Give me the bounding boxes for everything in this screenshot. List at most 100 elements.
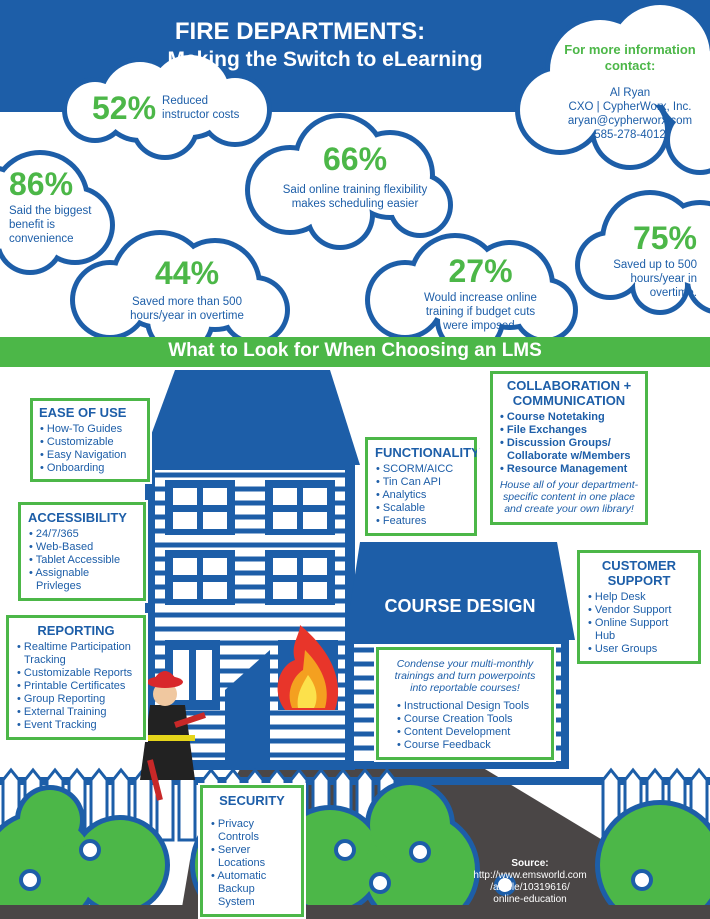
flower-icon — [334, 839, 356, 861]
box-title: COLLABORATION + COMMUNICATION — [506, 378, 632, 408]
collaboration-box: COLLABORATION + COMMUNICATION Course Not… — [488, 369, 650, 527]
window-pane — [203, 512, 227, 529]
list-item: 24/7/365 — [28, 528, 136, 541]
window-pane — [303, 582, 327, 599]
cloud-fill — [690, 251, 710, 309]
box-list: Privacy ControlsServer LocationsAutomati… — [210, 818, 294, 909]
accessibility-box: ACCESSIBILITY 24/7/365Web-BasedTablet Ac… — [16, 500, 148, 603]
box-title: CUSTOMER SUPPORT — [601, 558, 677, 588]
window-pane — [303, 558, 327, 575]
list-item: Realtime Participation Tracking — [16, 641, 136, 667]
source-url-line[interactable]: http://www.emsworld.com — [473, 870, 587, 881]
banner-band — [0, 337, 710, 367]
list-item: Course Creation Tools — [396, 713, 544, 726]
section-banner: What to Look for When Choosing an LMS — [168, 340, 542, 361]
box-list: 24/7/365Web-BasedTablet AccessibleAssign… — [28, 528, 136, 593]
flower-icon — [79, 839, 101, 861]
cloud-fill — [660, 50, 710, 130]
cloud-fill — [670, 110, 710, 170]
stat-75: 75% Saved up to 500 hours/year in overti… — [605, 222, 697, 300]
stat-text: Said the biggest benefit is convenience — [9, 205, 92, 245]
source-url-line[interactable]: /article/10319616/ — [490, 882, 570, 893]
box-title: FUNCTIONALITY — [375, 445, 480, 460]
window-pane — [203, 558, 227, 575]
box-list: Course NotetakingFile ExchangesDiscussio… — [499, 411, 639, 476]
window-pane — [196, 650, 212, 700]
cloud-fill — [635, 260, 685, 310]
contact-name: Al Ryan — [609, 87, 651, 99]
cloud-fill — [0, 210, 60, 270]
stat-value: 52% — [92, 90, 157, 126]
source-note: Source: http://www.emsworld.com /article… — [470, 858, 590, 906]
cloud-fill — [392, 177, 448, 233]
cloud-fill — [203, 78, 267, 142]
box-list: How-To GuidesCustomizableEasy Navigation… — [39, 423, 141, 475]
list-item: File Exchanges — [499, 424, 639, 437]
window-pane — [303, 488, 327, 505]
list-item: Customizable — [39, 436, 141, 449]
bush — [370, 785, 450, 865]
cloud — [70, 230, 290, 355]
ease-of-use-box: EASE OF USE How-To GuidesCustomizableEas… — [28, 396, 152, 484]
list-item: Vendor Support — [587, 604, 691, 617]
flower-icon — [631, 869, 653, 891]
fire-icon — [277, 625, 339, 710]
flower-icon — [494, 874, 516, 896]
list-item: Content Development — [396, 726, 544, 739]
list-item: Event Tracking — [16, 719, 136, 732]
list-item: SCORM/AICC — [375, 463, 467, 476]
bush — [20, 790, 80, 850]
stat-text: Would increase online training if budget… — [424, 292, 537, 332]
window-pane — [303, 512, 327, 529]
wing-roof — [345, 542, 575, 640]
cloud-fill — [310, 185, 370, 245]
list-item: Tablet Accessible — [28, 554, 136, 567]
stat-text: Saved more than 500 hours/year in overti… — [130, 296, 244, 322]
page-subtitle: Making the Switch to eLearning — [167, 48, 483, 71]
source-label: Source: — [511, 858, 549, 869]
stat-52: 52% Reduced instructor costs — [92, 92, 247, 124]
list-item: Course Notetaking — [499, 411, 639, 424]
list-item: Group Reporting — [16, 693, 136, 706]
contact-block: For more information contact: Al Ryan CX… — [550, 42, 710, 142]
cloud-fill — [135, 95, 195, 155]
stat-44: 44% Saved more than 500 hours/year in ov… — [122, 257, 252, 323]
window-pane — [173, 488, 197, 505]
list-item: Printable Certificates — [16, 680, 136, 693]
cloud-fill — [440, 290, 500, 350]
stat-27: 27% Would increase online training if bu… — [418, 255, 543, 333]
ground — [0, 905, 710, 919]
bush — [600, 805, 710, 919]
course-design-label: COURSE DESIGN — [384, 596, 536, 616]
list-item: Privacy Controls — [210, 818, 294, 844]
window-pane — [173, 582, 197, 599]
cloud-fill — [150, 290, 210, 350]
cloud — [245, 113, 453, 250]
cloud — [575, 190, 710, 315]
list-item: Customizable Reports — [16, 667, 136, 680]
contact-email[interactable]: aryan@cypherworx.com — [567, 115, 693, 127]
fence-picket — [155, 767, 175, 842]
stat-value: 66% — [322, 141, 388, 177]
stat-value: 86% — [9, 166, 74, 202]
cloud — [0, 150, 115, 275]
cloud-fill — [517, 282, 573, 338]
flower-icon — [409, 841, 431, 863]
list-item: Online Support Hub — [587, 617, 691, 643]
list-item: Resource Management — [499, 463, 639, 476]
stat-value: 44% — [154, 255, 220, 291]
reporting-box: REPORTING Realtime Participation Trackin… — [4, 613, 148, 742]
box-list: Help DeskVendor SupportOnline Support Hu… — [587, 591, 691, 656]
window-pane — [273, 558, 297, 575]
contact-heading: For more information contact: — [564, 42, 696, 73]
page-title: FIRE DEPARTMENTS: — [174, 18, 426, 45]
list-item: Analytics — [375, 489, 467, 502]
window-pane — [273, 512, 297, 529]
source-url-line[interactable]: online-education — [493, 894, 567, 905]
list-item: Course Feedback — [396, 739, 544, 752]
roof — [140, 370, 360, 465]
window-pane — [173, 650, 189, 700]
flower-icon — [19, 869, 41, 891]
porch — [225, 650, 270, 760]
stat-value: 75% — [632, 220, 697, 256]
